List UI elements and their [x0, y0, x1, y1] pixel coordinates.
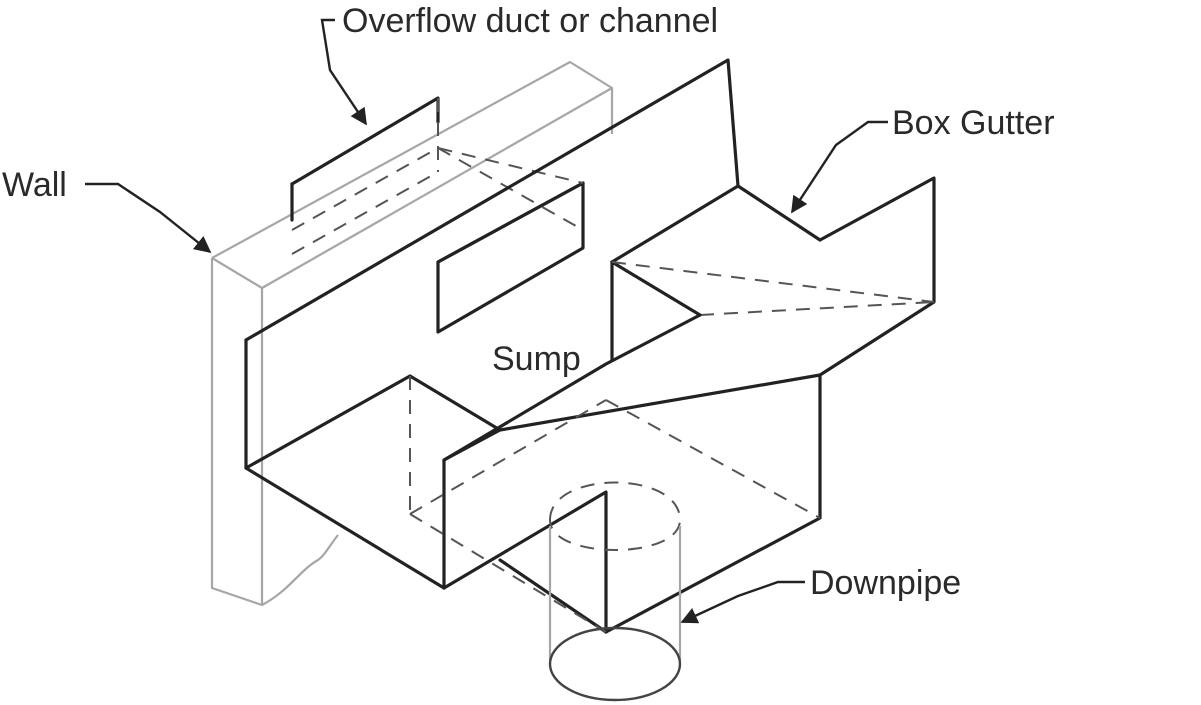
sump-label: Sump	[492, 340, 581, 378]
gutter-back-plate	[244, 58, 740, 590]
wall-outline	[210, 60, 614, 607]
overflow-duct	[290, 96, 585, 334]
box-gutter	[610, 176, 936, 377]
overflow-duct-label: Overflow duct or channel	[342, 2, 718, 40]
box-gutter-label: Box Gutter	[892, 104, 1055, 142]
downpipe-label: Downpipe	[810, 564, 961, 602]
leader-lines	[85, 18, 888, 624]
downpipe	[548, 481, 682, 702]
wall-label: Wall	[2, 166, 67, 204]
sump-box	[408, 313, 822, 634]
